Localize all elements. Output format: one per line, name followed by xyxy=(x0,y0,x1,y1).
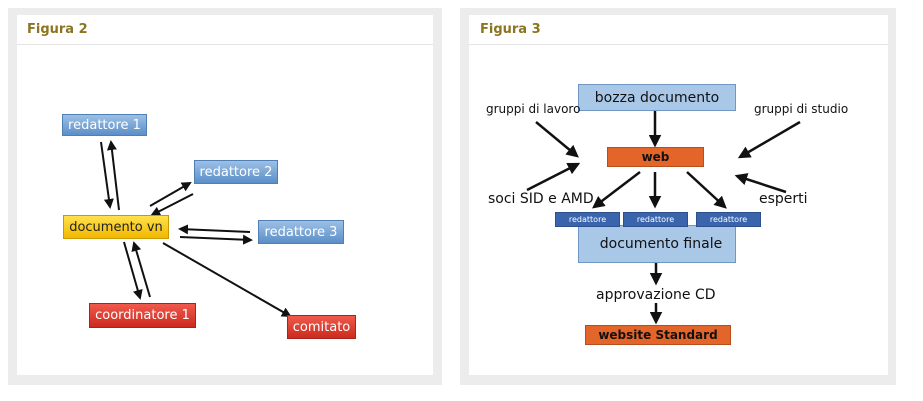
node-documento-finale: documento finale xyxy=(578,225,736,263)
node-redattore-1: redattore 1 xyxy=(62,114,147,136)
figure-3-title-divider xyxy=(469,44,888,45)
figure-2-title-divider xyxy=(17,44,433,45)
node-redattore-a: redattore xyxy=(555,212,620,227)
arrow-web-to-redattore-a xyxy=(592,171,641,209)
node-documento-vn: documento vn xyxy=(63,215,169,239)
node-redattore-3: redattore 3 xyxy=(258,220,344,244)
label-gruppi-di-studio: gruppi di studio xyxy=(754,102,849,116)
label-esperti: esperti xyxy=(759,191,808,207)
node-website-standard: website Standard xyxy=(585,325,731,345)
arrow-gruppi-lavoro-to-web xyxy=(535,121,579,158)
arrow-web-to-redattore-c xyxy=(686,171,727,209)
arrow-documento-to-redattore2 xyxy=(149,182,192,207)
arrow-redattore3-to-documento xyxy=(178,224,251,235)
arrow-documento-to-redattore1 xyxy=(106,140,120,211)
node-coordinatore-1: coordinatore 1 xyxy=(89,303,196,328)
figure-2-title: Figura 2 xyxy=(27,22,88,37)
node-redattore-c: redattore xyxy=(696,212,761,227)
arrow-documento-to-coordinatore xyxy=(123,241,143,300)
figure-2-canvas xyxy=(17,15,433,375)
arrow-soci-to-web xyxy=(526,162,581,192)
figure-3-title: Figura 3 xyxy=(480,22,541,37)
label-approvazione-cd: approvazione CD xyxy=(596,287,716,303)
arrow-esperti-to-web xyxy=(734,173,787,194)
label-gruppi-di-lavoro: gruppi di lavoro xyxy=(486,102,581,116)
arrow-documento-to-comitato xyxy=(162,242,292,317)
label-soci-sid-e-amd: soci SID e AMD xyxy=(488,191,594,207)
node-bozza-documento: bozza documento xyxy=(578,84,736,111)
node-redattore-2: redattore 2 xyxy=(194,160,278,184)
arrow-redattore1-to-documento xyxy=(100,141,114,209)
node-redattore-b: redattore xyxy=(623,212,688,227)
figure-3-canvas xyxy=(469,15,888,375)
arrow-coordinatore-to-documento xyxy=(131,241,151,298)
node-comitato: comitato xyxy=(287,315,356,339)
arrow-gruppi-studio-to-web xyxy=(737,120,801,159)
arrow-documento-to-redattore3 xyxy=(179,234,253,245)
node-web: web xyxy=(607,147,704,167)
arrow-redattore2-to-documento xyxy=(150,193,194,216)
